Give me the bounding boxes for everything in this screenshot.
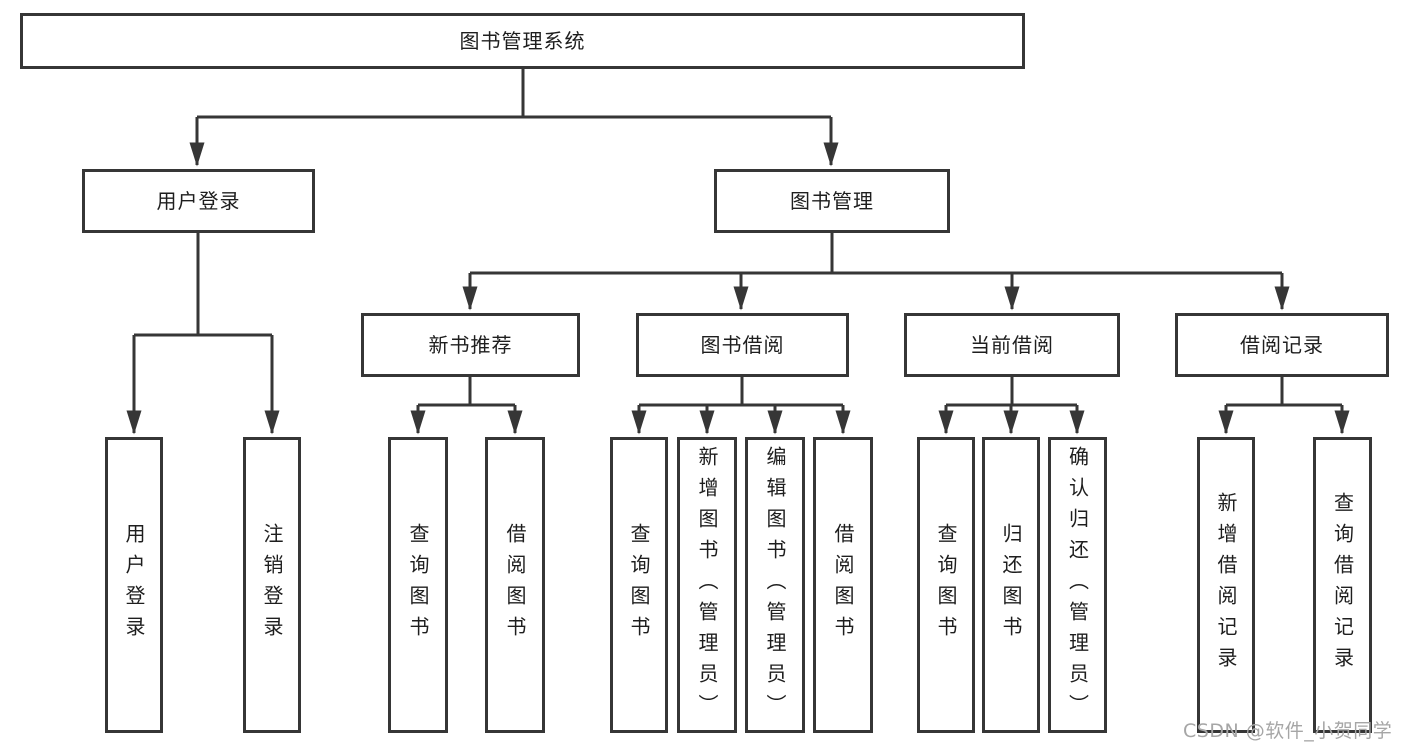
node-label: 归还图书 bbox=[999, 523, 1023, 647]
node-library-management-system: 图书管理系统 bbox=[20, 13, 1025, 69]
node-new-book-recommend: 新书推荐 bbox=[361, 313, 580, 377]
node-book-borrow: 图书借阅 bbox=[636, 313, 849, 377]
node-label: 借阅记录 bbox=[1240, 333, 1324, 357]
leaf-borrow-books-recommend: 借阅图书 bbox=[485, 437, 545, 733]
node-label: 用户登录 bbox=[122, 523, 146, 647]
node-label: 查询图书 bbox=[627, 523, 651, 647]
node-label: 新增借阅记录 bbox=[1214, 492, 1238, 678]
leaf-borrow-books: 借阅图书 bbox=[813, 437, 873, 733]
node-label: 图书管理系统 bbox=[459, 29, 586, 53]
leaf-query-books-recommend: 查询图书 bbox=[388, 437, 448, 733]
node-book-management: 图书管理 bbox=[714, 169, 950, 233]
node-label: 图书管理 bbox=[790, 189, 874, 213]
node-label: 查询图书 bbox=[934, 523, 958, 647]
leaf-user-login: 用户登录 bbox=[105, 437, 163, 733]
node-label: 确认归还（管理员） bbox=[1065, 445, 1090, 725]
leaf-query-books-current: 查询图书 bbox=[917, 437, 975, 733]
node-label: 查询图书 bbox=[406, 523, 430, 647]
node-current-borrow: 当前借阅 bbox=[904, 313, 1120, 377]
node-label: 查询借阅记录 bbox=[1330, 492, 1355, 678]
node-label: 新书推荐 bbox=[428, 333, 513, 357]
node-label: 当前借阅 bbox=[970, 333, 1054, 357]
leaf-confirm-return-admin: 确认归还（管理员） bbox=[1048, 437, 1107, 733]
node-label: 编辑图书（管理员） bbox=[763, 445, 787, 725]
node-user-login: 用户登录 bbox=[82, 169, 315, 233]
leaf-query-books-borrow: 查询图书 bbox=[610, 437, 668, 733]
leaf-query-borrow-record: 查询借阅记录 bbox=[1313, 437, 1372, 733]
leaf-add-books-admin: 新增图书（管理员） bbox=[677, 437, 737, 733]
leaf-add-borrow-record: 新增借阅记录 bbox=[1197, 437, 1255, 733]
node-label: 用户登录 bbox=[156, 189, 241, 213]
leaf-return-books: 归还图书 bbox=[982, 437, 1040, 733]
csdn-watermark: CSDN @软件_小贺同学 bbox=[1183, 720, 1393, 742]
leaf-logout: 注销登录 bbox=[243, 437, 301, 733]
node-label: 借阅图书 bbox=[503, 523, 527, 647]
leaf-edit-books-admin: 编辑图书（管理员） bbox=[745, 437, 805, 733]
node-borrow-records: 借阅记录 bbox=[1175, 313, 1389, 377]
node-label: 借阅图书 bbox=[831, 523, 855, 647]
node-label: 注销登录 bbox=[260, 523, 284, 647]
node-label: 新增图书（管理员） bbox=[695, 445, 719, 725]
node-label: 图书借阅 bbox=[700, 333, 785, 357]
